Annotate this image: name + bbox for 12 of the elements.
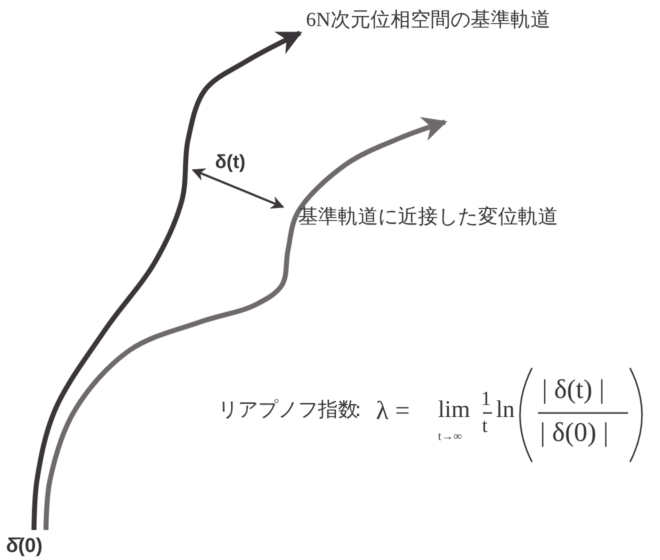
formula-text: t→∞	[438, 430, 462, 442]
trajectory-label: 基準軌道に近接した変位軌道	[298, 207, 558, 227]
formula-text: λ =	[376, 398, 410, 424]
formula-text: t	[482, 416, 488, 436]
formula-text: | δ(t) |	[542, 376, 605, 403]
trajectory-label: 6N次元位相空間の基準軌道	[306, 10, 550, 30]
formula-text: ln	[496, 398, 515, 422]
formula-text: 1	[481, 389, 491, 409]
delta-label: δ̄(0)	[6, 536, 43, 556]
formula-text: | δ(0) |	[540, 419, 609, 446]
delta-label: δ(t)	[215, 153, 246, 172]
formula-text: lim	[438, 398, 470, 422]
